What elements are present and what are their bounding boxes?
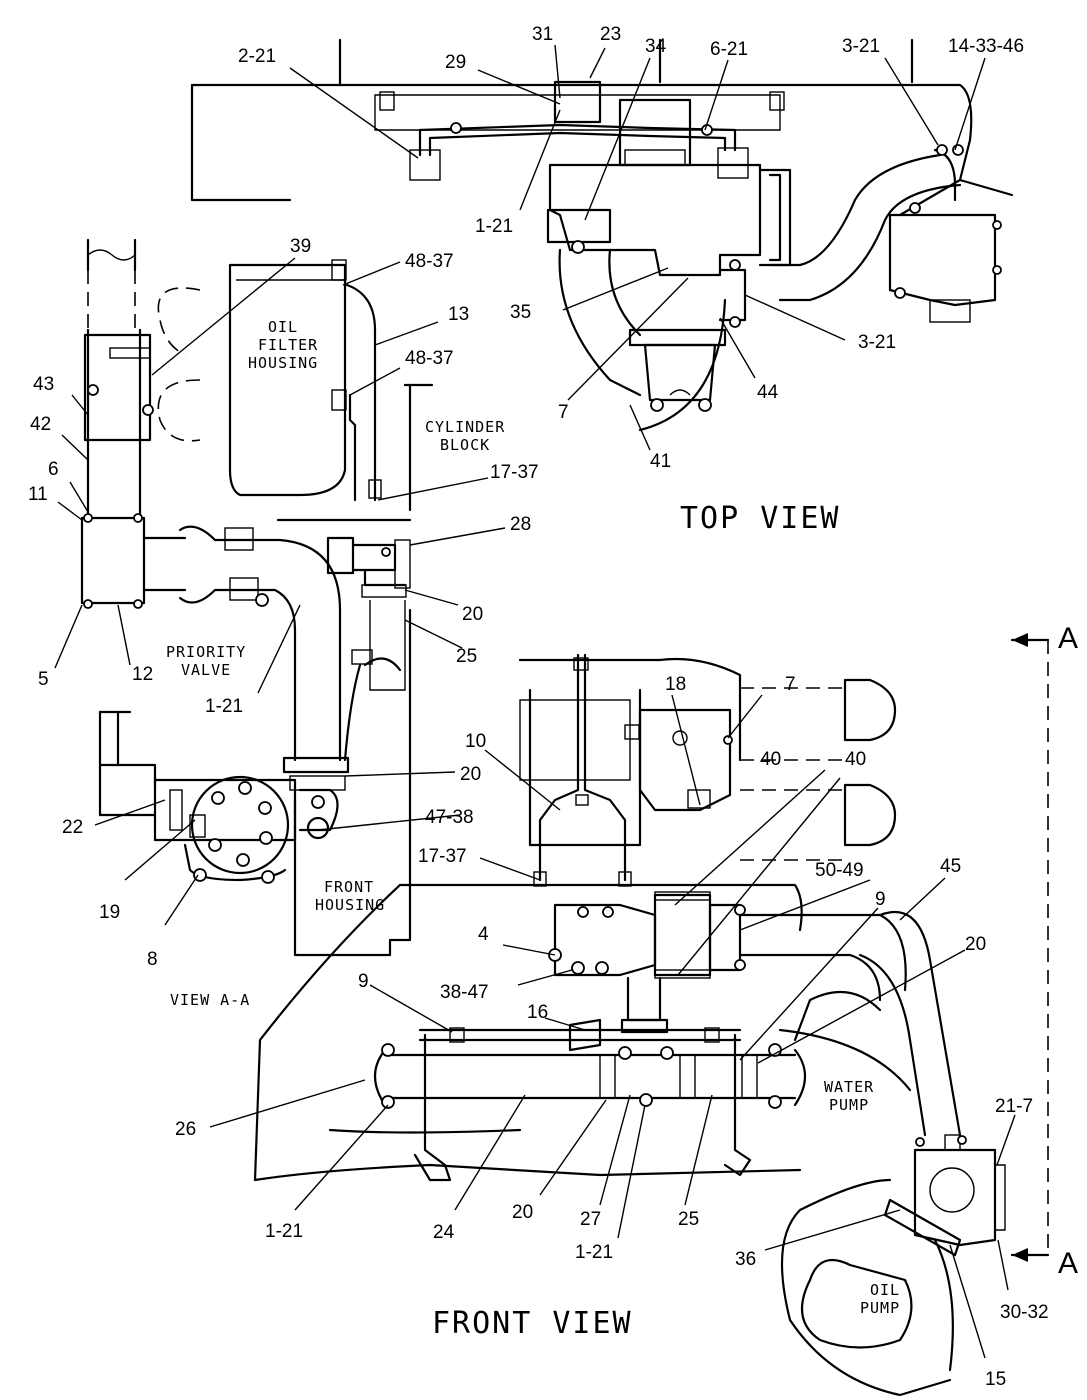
note-cylinder-block-1: CYLINDER xyxy=(425,418,505,436)
callout-25-b: 25 xyxy=(678,1209,699,1230)
callout-22: 22 xyxy=(62,817,83,838)
callout-19: 19 xyxy=(99,902,120,923)
callout-17-37-a: 17-37 xyxy=(490,462,539,483)
callout-30-32: 30-32 xyxy=(1000,1302,1049,1323)
callout-3-21-top: 3-21 xyxy=(842,36,880,57)
callout-39: 39 xyxy=(290,236,311,257)
callout-44: 44 xyxy=(757,382,779,403)
callout-8: 8 xyxy=(147,949,158,970)
callout-3-21-right: 3-21 xyxy=(858,332,896,353)
section-view-label: VIEW A-A xyxy=(170,991,250,1009)
callout-50-49: 50-49 xyxy=(815,860,864,881)
callout-18: 18 xyxy=(665,674,686,695)
note-oil-filter-2: FILTER xyxy=(258,336,318,354)
callout-16: 16 xyxy=(527,1002,548,1023)
note-oil-filter-3: HOUSING xyxy=(248,354,318,372)
callout-11: 11 xyxy=(28,484,48,505)
callout-4: 4 xyxy=(478,924,489,945)
callout-1-21-bl: 1-21 xyxy=(265,1221,303,1242)
callout-42: 42 xyxy=(30,414,51,435)
callout-20-c: 20 xyxy=(965,934,986,955)
callout-28: 28 xyxy=(510,514,531,535)
callout-7-front: 7 xyxy=(785,674,796,695)
callout-5: 5 xyxy=(38,669,49,690)
leader-lines xyxy=(54,44,1016,1359)
callout-6-21: 6-21 xyxy=(710,39,748,60)
callout-40-b: 40 xyxy=(845,749,866,770)
callout-27: 27 xyxy=(580,1209,601,1230)
callout-6: 6 xyxy=(48,459,59,480)
note-front-housing-1: FRONT xyxy=(324,878,374,896)
note-priority-valve-2: VALVE xyxy=(181,661,231,679)
callout-48-37-a: 48-37 xyxy=(405,251,454,272)
note-front-housing-2: HOUSING xyxy=(315,896,385,914)
callout-47-38: 47-38 xyxy=(425,807,474,828)
callout-7-top: 7 xyxy=(558,402,569,423)
section-cut-line xyxy=(1010,633,1050,1262)
callout-20-d: 20 xyxy=(512,1202,533,1223)
front-view-title: FRONT VIEW xyxy=(432,1306,633,1341)
callout-1-21-bm: 1-21 xyxy=(575,1242,613,1263)
callout-14-33-46: 14-33-46 xyxy=(948,36,1024,57)
callout-35: 35 xyxy=(510,302,531,323)
callout-24: 24 xyxy=(433,1222,455,1243)
callout-15: 15 xyxy=(985,1369,1006,1390)
callout-9-a: 9 xyxy=(875,889,886,910)
callout-23: 23 xyxy=(600,24,621,45)
callout-45: 45 xyxy=(940,856,961,877)
callout-21-7: 21-7 xyxy=(995,1096,1033,1117)
callout-34: 34 xyxy=(645,36,667,57)
note-cylinder-block-2: BLOCK xyxy=(440,436,490,454)
view-aa-drawing xyxy=(80,238,434,957)
callout-10: 10 xyxy=(465,731,486,752)
callout-20-b: 20 xyxy=(460,764,481,785)
callout-2-21: 2-21 xyxy=(238,46,276,67)
callout-43: 43 xyxy=(33,374,54,395)
callout-36: 36 xyxy=(735,1249,756,1270)
note-water-pump-1: WATER xyxy=(824,1078,874,1096)
top-view-engine-outline xyxy=(190,38,1014,432)
section-letter-bottom: A xyxy=(1058,1247,1078,1280)
front-view-drawing xyxy=(253,653,1006,1397)
callout-48-37-b: 48-37 xyxy=(405,348,454,369)
callout-12: 12 xyxy=(132,664,153,685)
note-oil-pump-1: OIL xyxy=(870,1281,900,1299)
callout-29: 29 xyxy=(445,52,466,73)
callout-38-47: 38-47 xyxy=(440,982,489,1003)
note-priority-valve-1: PRIORITY xyxy=(166,643,246,661)
callout-31: 31 xyxy=(532,24,553,45)
note-oil-filter-1: OIL xyxy=(268,318,298,336)
callout-26: 26 xyxy=(175,1119,196,1140)
top-view-title: TOP VIEW xyxy=(680,501,841,536)
callout-1-21-mid: 1-21 xyxy=(205,696,243,717)
callout-13: 13 xyxy=(448,304,469,325)
callout-20-a: 20 xyxy=(462,604,483,625)
note-water-pump-2: PUMP xyxy=(829,1096,869,1114)
note-oil-pump-2: PUMP xyxy=(860,1299,900,1317)
callout-17-37-b: 17-37 xyxy=(418,846,467,867)
callout-1-21-top: 1-21 xyxy=(475,216,513,237)
callout-41: 41 xyxy=(650,451,671,472)
callout-9-b: 9 xyxy=(358,971,369,992)
callout-40-a: 40 xyxy=(760,749,781,770)
callout-25-a: 25 xyxy=(456,646,477,667)
section-letter-top: A xyxy=(1058,622,1078,655)
